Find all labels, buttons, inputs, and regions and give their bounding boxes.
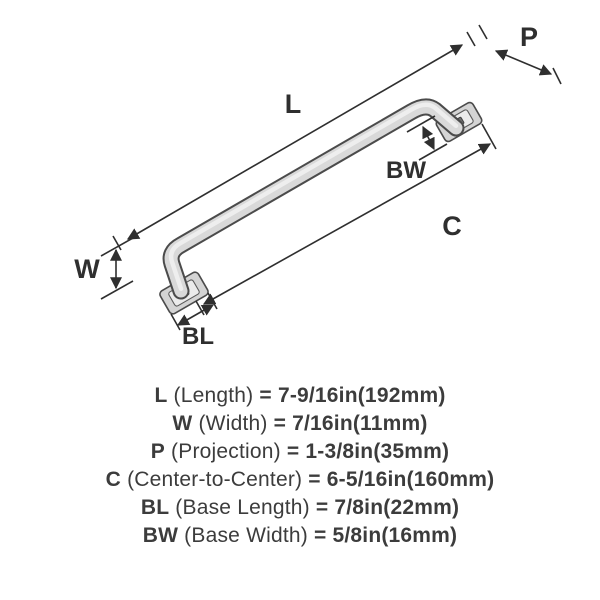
spec-value: 7/8in(22mm): [334, 496, 460, 519]
dimension-spec-list: L (Length) = 7-9/16in(192mm) W (Width) =…: [0, 382, 600, 550]
p-tick-end: [552, 67, 562, 85]
spec-desc: (Base Length): [175, 496, 310, 519]
c-dimension-line: [202, 143, 492, 305]
spec-line-width: W (Width) = 7/16in(11mm): [0, 410, 600, 438]
spec-desc: (Center-to-Center): [127, 468, 303, 491]
bl-dimension-line: [176, 304, 215, 326]
spec-line-projection: P (Projection) = 1-3/8in(35mm): [0, 438, 600, 466]
spec-equals: =: [315, 496, 329, 519]
spec-value: 7-9/16in(192mm): [277, 384, 446, 407]
l-tick-right-2: [478, 24, 488, 40]
bw-dimension-line: [422, 125, 435, 151]
l-dimension-line: [126, 44, 464, 240]
handle-grip-fill: [164, 100, 463, 298]
c-label: C: [442, 211, 462, 241]
spec-desc: (Projection): [171, 440, 281, 463]
spec-value: 7/16in(11mm): [292, 412, 428, 435]
spec-equals: =: [259, 384, 272, 407]
dim-center-to-center: C: [195, 123, 497, 316]
bl-ext-left: [170, 313, 181, 331]
spec-desc: (Base Width): [184, 524, 308, 547]
spec-equals: =: [313, 524, 327, 547]
spec-line-base-length: BL (Base Length) = 7/8in(22mm): [0, 494, 600, 522]
dim-width: W: [74, 237, 134, 300]
diagram-area: L P BW C: [74, 22, 562, 350]
spec-line-center-to-center: C (Center-to-Center) = 6-5/16in(160mm): [0, 466, 600, 494]
spec-equals: =: [308, 468, 321, 491]
spec-abbr: BW: [142, 524, 179, 547]
handle-illustration: [159, 98, 483, 315]
bl-ext-right: [207, 292, 218, 310]
dim-length: L: [112, 24, 488, 251]
p-dimension-line: [494, 49, 553, 76]
spec-equals: =: [286, 440, 300, 463]
spec-abbr: BL: [140, 496, 170, 519]
bw-label: BW: [386, 157, 426, 184]
spec-abbr: W: [172, 412, 193, 435]
spec-line-length: L (Length) = 7-9/16in(192mm): [0, 382, 600, 410]
spec-value: 1-3/8in(35mm): [305, 440, 450, 463]
spec-abbr: C: [105, 468, 122, 491]
spec-value: 6-5/16in(160mm): [326, 468, 495, 491]
l-label: L: [285, 89, 302, 119]
w-tick-bottom: [100, 280, 134, 300]
l-tick-left: [112, 235, 122, 251]
c-ext-right: [481, 123, 497, 150]
p-label: P: [520, 22, 538, 52]
spec-line-base-width: BW (Base Width) = 5/8in(16mm): [0, 522, 600, 550]
spec-abbr: P: [150, 440, 165, 463]
spec-equals: =: [273, 412, 287, 435]
dim-projection: P: [494, 22, 562, 85]
spec-abbr: L: [154, 384, 168, 407]
w-label: W: [74, 254, 100, 284]
bl-label: BL: [182, 323, 214, 350]
handle-grip-outline: [162, 98, 465, 300]
spec-desc: (Width): [198, 412, 268, 435]
dimension-diagram: L P BW C: [74, 22, 562, 350]
spec-value: 5/8in(16mm): [332, 524, 458, 547]
l-tick-right: [466, 31, 476, 47]
spec-desc: (Length): [173, 384, 254, 407]
handle-grip-highlight: [168, 102, 459, 292]
bw-tick-top: [406, 115, 436, 133]
dim-base-length: BL: [170, 292, 218, 350]
w-tick-top: [100, 237, 134, 257]
